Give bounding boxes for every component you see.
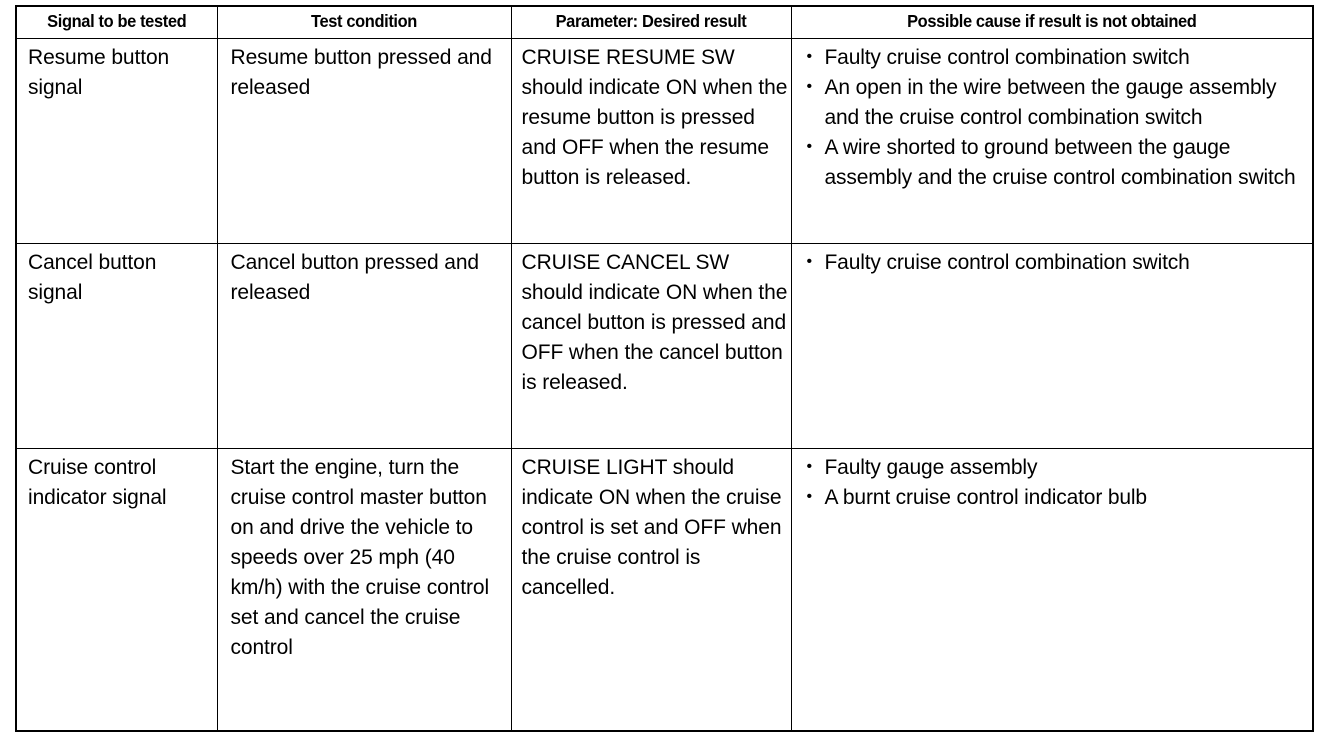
cell-parameter: CRUISE LIGHT should indicate ON when the… [511,448,792,731]
cell-test-condition: Resume button pressed and released [217,38,512,245]
cell-parameter: CRUISE RESUME SW should indicate ON when… [511,38,792,245]
signal-text: Cancel button signal [28,251,157,305]
signal-text: Cruise control indicator signal [28,456,167,510]
parameter-text: CRUISE LIGHT should indicate ON when the… [521,456,782,600]
list-item: Faulty cruise control combination switch [804,247,1307,278]
diagnostic-table: Signal to be tested Test condition Param… [15,5,1314,732]
table-body: Resume button signal Resume button press… [16,38,1313,731]
cell-signal: Resume button signal [16,38,218,245]
column-header-test-condition: Test condition [225,6,503,39]
table-row: Cruise control indicator signal Start th… [16,448,1313,731]
cell-test-condition: Cancel button pressed and released [217,243,512,450]
test-condition-text: Resume button pressed and released [230,46,492,99]
column-header-possible-cause: Possible cause if result is not obtained [806,6,1298,39]
cell-possible-cause: Faulty cruise control combination switch… [791,38,1313,245]
cause-list: Faulty gauge assembly A burnt cruise con… [792,452,1313,513]
table-row: Cancel button signal Cancel button press… [16,243,1313,450]
table-header: Signal to be tested Test condition Param… [16,6,1313,39]
list-item: A wire shorted to ground between the gau… [804,132,1307,193]
cause-list: Faulty cruise control combination switch… [792,42,1313,193]
cell-signal: Cruise control indicator signal [16,448,218,731]
test-condition-text: Cancel button pressed and released [230,251,480,305]
list-item: Faulty cruise control combination switch [804,42,1307,73]
parameter-text: CRUISE RESUME SW should indicate ON when… [521,46,788,189]
table-header-row: Signal to be tested Test condition Param… [16,6,1313,39]
column-header-signal: Signal to be tested [22,6,212,39]
diagnostic-table-container: Signal to be tested Test condition Param… [15,5,1314,732]
signal-text: Resume button signal [28,46,170,99]
cell-test-condition: Start the engine, turn the cruise contro… [217,448,512,731]
cell-parameter: CRUISE CANCEL SW should indicate ON when… [511,243,792,450]
cell-possible-cause: Faulty gauge assembly A burnt cruise con… [791,448,1313,731]
list-item: A burnt cruise control indicator bulb [804,482,1307,513]
cell-signal: Cancel button signal [16,243,218,450]
test-condition-text: Start the engine, turn the cruise contro… [230,456,490,660]
column-header-parameter: Parameter: Desired result [519,6,784,39]
parameter-text: CRUISE CANCEL SW should indicate ON when… [521,251,788,395]
cause-list: Faulty cruise control combination switch [792,247,1313,278]
list-item: Faulty gauge assembly [804,452,1307,483]
table-row: Resume button signal Resume button press… [16,38,1313,245]
cell-possible-cause: Faulty cruise control combination switch [791,243,1313,450]
list-item: An open in the wire between the gauge as… [804,72,1307,133]
